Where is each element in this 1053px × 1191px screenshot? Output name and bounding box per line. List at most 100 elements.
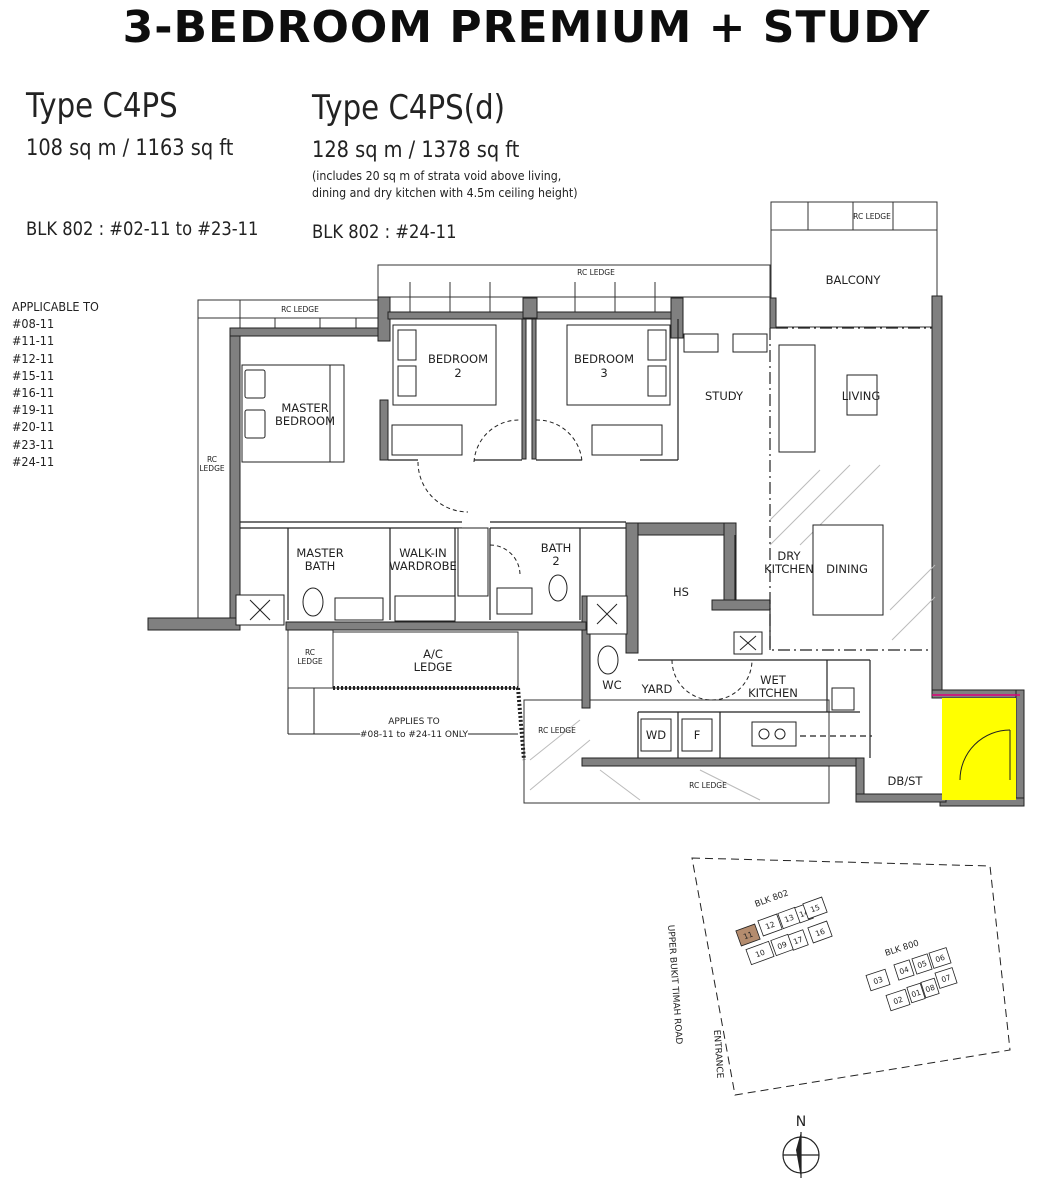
master-bedroom-label-2: BEDROOM xyxy=(275,414,335,428)
unit-label: 14 xyxy=(798,908,810,920)
railings xyxy=(239,202,894,330)
unit-label: 12 xyxy=(764,920,776,932)
unit-label: 17 xyxy=(792,935,804,947)
dry-kitchen-label: DRY xyxy=(777,549,801,563)
applies-note-line-2: #08-11 to #24-11 ONLY xyxy=(360,730,469,740)
north-arrow-icon: N xyxy=(782,1114,820,1178)
unit-label: 06 xyxy=(934,953,946,965)
coffee-table xyxy=(846,374,878,416)
applicable-units-list: APPLICABLE TO #08-11 #11-11 #12-11 #15-1… xyxy=(12,298,99,470)
type-c4ps-blocks: BLK 802 : #02-11 to #23-11 xyxy=(26,218,259,240)
wall-right xyxy=(931,295,943,697)
wall-yard-left xyxy=(581,595,591,709)
rc-ledge-small-label: RC xyxy=(305,648,315,657)
bedroom2-label-2: 2 xyxy=(454,366,461,380)
bedroom2-wardrobe xyxy=(391,424,463,456)
type-c4psd-blocks: BLK 802 : #24-11 xyxy=(312,221,457,243)
unit-label: 01 xyxy=(910,988,922,1000)
unit-label: 11 xyxy=(742,930,754,942)
walk-in-wardrobe-rack xyxy=(394,595,456,622)
unit-label: 03 xyxy=(872,975,884,987)
rc-ledge-label: RC LEDGE xyxy=(577,268,615,277)
blk800-label: BLK 800 xyxy=(884,939,920,959)
applies-note: APPLIES TO #08-11 to #24-11 ONLY xyxy=(360,717,469,740)
wall-left xyxy=(229,327,241,631)
rc-ledge-label: RC LEDGE xyxy=(689,781,727,790)
dining-table xyxy=(812,524,884,616)
blk802-label: BLK 802 xyxy=(754,888,790,909)
bath2-basin xyxy=(496,587,533,615)
unit-label: 05 xyxy=(916,959,928,971)
door-swing-highlight xyxy=(959,729,1011,781)
wall-hs-left xyxy=(625,522,639,654)
applicable-unit: #08-11 xyxy=(12,316,55,332)
master-bedroom-label: MASTER xyxy=(281,401,328,415)
applicable-unit: #24-11 xyxy=(12,453,55,469)
walk-in-wardrobe-label: WALK-IN xyxy=(399,546,447,560)
wall-column-2 xyxy=(522,297,538,319)
wall-bottom-kitchen xyxy=(581,757,863,767)
wall-hs-top xyxy=(625,522,737,536)
yard-label: YARD xyxy=(641,682,673,696)
bath2-label: BATH xyxy=(541,541,572,555)
applicable-heading: APPLICABLE TO xyxy=(12,299,99,314)
applicable-unit: #19-11 xyxy=(12,402,55,418)
wall-hs-bottom xyxy=(711,599,771,611)
rc-ledge-small-label-2: LEDGE xyxy=(297,657,323,666)
type-c4psd-area: 128 sq m / 1378 sq ft xyxy=(312,138,520,163)
note-line-2: dining and dry kitchen with 4.5m ceiling… xyxy=(312,186,578,200)
wall-bedroom-divider-2 xyxy=(531,318,537,460)
ac-ledge-label: A/C xyxy=(423,647,443,661)
master-bath-label-2: BATH xyxy=(305,559,336,573)
wet-kitchen-sink xyxy=(831,687,855,711)
shower-bath2 xyxy=(586,595,628,635)
room-labels: MASTER BEDROOM BEDROOM 2 BEDROOM 3 STUDY… xyxy=(275,273,923,788)
bedroom3-label: BEDROOM xyxy=(574,352,634,366)
dry-kitchen-label-2: KITCHEN xyxy=(764,562,814,576)
unit-label: 07 xyxy=(940,973,952,985)
applicable-unit: #20-11 xyxy=(12,419,55,435)
bedroom2-label: BEDROOM xyxy=(428,352,488,366)
entrance-label: ENTRANCE xyxy=(711,1030,724,1080)
wall-bedroom2-left xyxy=(379,399,389,461)
wall-db-st-bottom xyxy=(855,793,947,803)
rc-ledge-bottom-outline xyxy=(523,699,830,804)
type-c4ps-area: 108 sq m / 1163 sq ft xyxy=(26,136,234,161)
applicable-unit: #16-11 xyxy=(12,385,55,401)
unit-label: 15 xyxy=(809,903,821,915)
applicable-unit: #15-11 xyxy=(12,367,55,383)
unit-label: 10 xyxy=(754,948,766,960)
note-line-1: (includes 20 sq m of strata void above l… xyxy=(312,169,562,183)
applies-leader xyxy=(287,688,518,735)
living-label: LIVING xyxy=(842,389,881,403)
wall-column-4 xyxy=(769,297,777,329)
master-basin xyxy=(334,597,384,621)
f-label: F xyxy=(694,728,701,742)
bath2-label-2: 2 xyxy=(552,554,559,568)
hatched-ledge xyxy=(333,686,526,761)
type-c4ps-heading: Type C4PS xyxy=(26,86,178,126)
void-hatching xyxy=(529,464,936,801)
ledge-labels: RC LEDGE RC LEDGE RC LEDGE RC LEDGE RC L… xyxy=(199,212,891,790)
unit-label: 16 xyxy=(814,927,826,939)
study-desk-1 xyxy=(683,333,719,353)
rc-ledge-label: RC LEDGE xyxy=(853,212,891,221)
ledge-outlines xyxy=(197,201,938,804)
wd-box xyxy=(640,718,672,752)
highlight-area xyxy=(942,698,1016,800)
type-c4psd-heading: Type C4PS(d) xyxy=(312,88,506,128)
walk-in-wardrobe-label-2: WARDROBE xyxy=(389,559,457,573)
rc-ledge-top-outline xyxy=(377,264,771,298)
study-label: STUDY xyxy=(705,389,744,403)
wall-bath-bottom xyxy=(285,621,587,631)
wall-right-step xyxy=(931,689,1023,699)
blk800-units: 03 04 05 06 07 08 01 02 xyxy=(865,947,958,1012)
ac-ledge-label-2: LEDGE xyxy=(414,660,453,674)
wall-far-right xyxy=(1015,689,1025,807)
wall-top-master xyxy=(229,327,381,337)
wd-label: WD xyxy=(646,728,666,742)
walls xyxy=(147,295,1025,807)
unit-label: 09 xyxy=(776,940,788,952)
unit-label: 04 xyxy=(898,965,910,977)
